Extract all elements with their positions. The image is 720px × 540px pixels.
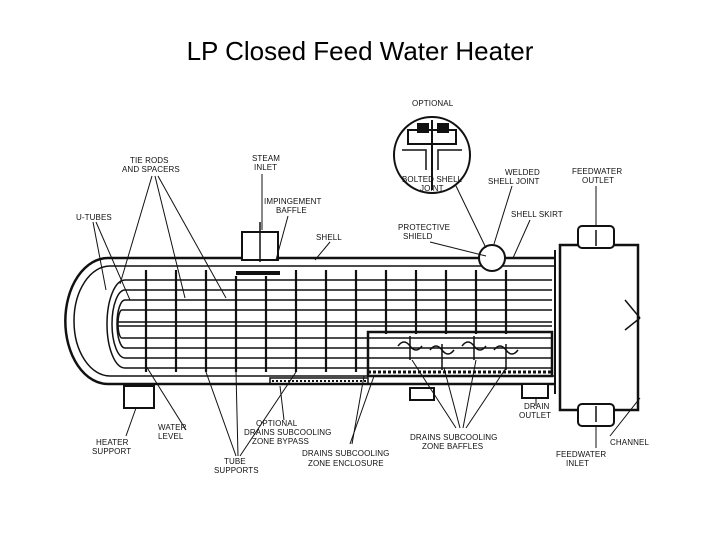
label-bypass-line2: DRAINS SUBCOOLING [244, 428, 332, 437]
label-welded-joint-line1: WELDED [505, 168, 540, 177]
labels: OPTIONAL BOLTED SHELL JOINT WELDED SHELL… [76, 99, 649, 475]
leader-lines [92, 174, 641, 457]
feedwater-outlet-nozzle [577, 225, 615, 249]
channel [554, 243, 641, 412]
slide-title: LP Closed Feed Water Heater [186, 36, 534, 66]
bottom-nozzle [409, 387, 435, 401]
label-feedwater-inlet-line2: INLET [566, 459, 589, 468]
label-channel: CHANNEL [610, 438, 649, 447]
label-optional-top: OPTIONAL [412, 99, 454, 108]
label-enclosure-line2: ZONE ENCLOSURE [308, 459, 384, 468]
heater-support [123, 385, 155, 409]
label-steam-inlet-line2: INLET [254, 163, 277, 172]
label-drain-line1: DRAIN [524, 402, 550, 411]
label-impingement-line2: BAFFLE [276, 206, 307, 215]
subcooling-zone-bypass [269, 377, 369, 385]
u-tube-bundle [106, 279, 552, 369]
label-drain-line2: OUTLET [519, 411, 551, 420]
label-tube-supports-line1: TUBE [224, 457, 246, 466]
protective-shield [478, 244, 506, 272]
bolted-shell-joint-detail [393, 116, 471, 194]
label-tie-rods-line2: AND SPACERS [122, 165, 180, 174]
label-water-level-line2: LEVEL [158, 432, 184, 441]
label-protective-line1: PROTECTIVE [398, 223, 450, 232]
label-utubes: U-TUBES [76, 213, 112, 222]
label-bypass-line3: ZONE BYPASS [252, 437, 309, 446]
label-baffles-line2: ZONE BAFFLES [422, 442, 483, 451]
label-heater-support-line1: HEATER [96, 438, 129, 447]
label-feedwater-outlet-line1: FEEDWATER [572, 167, 622, 176]
label-bolted-joint-line2: JOINT [420, 184, 444, 193]
label-water-level-line1: WATER [158, 423, 187, 432]
label-impingement-line1: IMPINGEMENT [264, 197, 322, 206]
label-bolted-joint-line1: BOLTED SHELL [402, 175, 463, 184]
impingement-baffle [236, 271, 280, 275]
label-tie-rods-line1: TIE RODS [130, 156, 169, 165]
label-welded-joint-line2: SHELL JOINT [488, 177, 539, 186]
label-enclosure-line1: DRAINS SUBCOOLING [302, 449, 390, 458]
shell-body [64, 256, 555, 386]
feedwater-inlet-nozzle [577, 403, 615, 427]
label-steam-inlet-line1: STEAM [252, 154, 280, 163]
drain-outlet-nozzle [521, 383, 549, 399]
label-protective-line2: SHIELD [403, 232, 433, 241]
label-feedwater-inlet-line1: FEEDWATER [556, 450, 606, 459]
steam-inlet-nozzle [241, 222, 279, 262]
label-shell: SHELL [316, 233, 342, 242]
label-heater-support-line2: SUPPORT [92, 447, 131, 456]
subcooling-zone-enclosure [366, 330, 554, 378]
label-feedwater-outlet-line2: OUTLET [582, 176, 614, 185]
tube-supports [144, 270, 508, 372]
label-shell-skirt: SHELL SKIRT [511, 210, 563, 219]
label-baffles-line1: DRAINS SUBCOOLING [410, 433, 498, 442]
label-bypass-line1: OPTIONAL [256, 419, 298, 428]
label-tube-supports-line2: SUPPORTS [214, 466, 259, 475]
subcooling-zone-baffles [397, 336, 519, 370]
